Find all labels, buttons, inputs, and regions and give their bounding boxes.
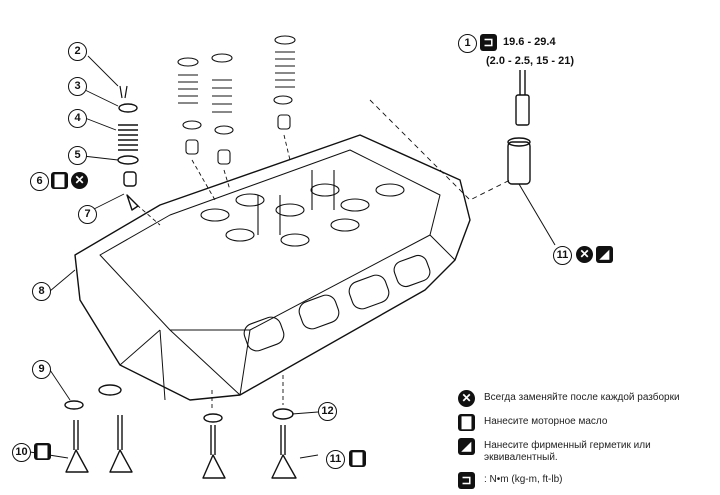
sealant-tube-icon: ◢	[458, 438, 475, 455]
callout-10: 10	[12, 443, 31, 462]
legend-replace-text: Всегда заменяйте после каждой разборки	[484, 392, 680, 403]
callout-11-right: 11	[553, 246, 572, 265]
callout-5: 5	[68, 146, 87, 165]
callout-11-bottom: 11	[326, 450, 345, 469]
callout-8: 8	[32, 282, 51, 301]
oil-can-icon: ▇	[349, 450, 366, 467]
x-circle-icon: ✕	[458, 390, 475, 407]
callout-9: 9	[32, 360, 51, 379]
torque-nm: 19.6 - 29.4	[503, 36, 556, 48]
torque-wrench-icon: ⊐	[458, 472, 475, 489]
cylinder-head-block	[74, 134, 471, 401]
x-circle-icon: ✕	[71, 172, 88, 189]
valve-stack-centre	[177, 53, 234, 201]
callout-12: 12	[318, 402, 337, 421]
legend-oil-text: Нанесите моторное масло	[484, 416, 608, 427]
oil-can-icon: ▇	[51, 172, 68, 189]
leader-lines	[29, 55, 319, 459]
intake-ports	[243, 254, 431, 352]
valve-stack-right	[273, 35, 296, 161]
callout-6: 6	[30, 172, 49, 191]
oil-can-icon: ▇	[34, 443, 51, 460]
tappet-bores	[200, 170, 405, 247]
torque-wrench-icon: ⊐	[480, 34, 497, 51]
callout-2: 2	[68, 42, 87, 61]
callout-7: 7	[78, 205, 97, 224]
oil-can-icon: ▇	[458, 414, 475, 431]
bottom-valves	[64, 375, 297, 479]
legend-sealant-text: Нанесите фирменный герметик или эквивале…	[484, 440, 651, 463]
callout-4: 4	[68, 109, 87, 128]
callout-1: 1	[458, 34, 477, 53]
x-circle-icon: ✕	[576, 246, 593, 263]
spark-plug-tube	[369, 70, 556, 246]
valve-stack-left	[117, 85, 161, 226]
callout-3: 3	[68, 77, 87, 96]
torque-kgm-ftlb: (2.0 - 2.5, 15 - 21)	[486, 55, 575, 67]
sealant-tube-icon: ◢	[596, 246, 613, 263]
legend-torque-text: : N•m (kg-m, ft-lb)	[484, 474, 563, 485]
